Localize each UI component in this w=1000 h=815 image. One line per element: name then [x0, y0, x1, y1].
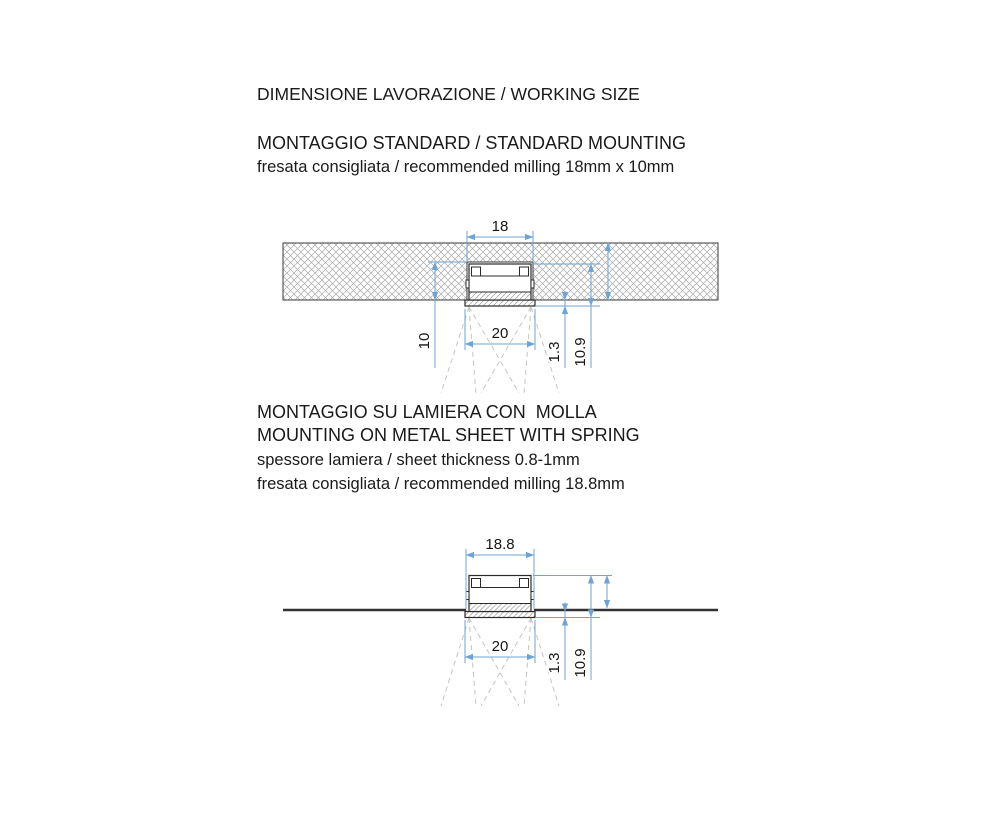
dim-label-flange-thickness: 1.3 [546, 342, 563, 363]
led-profile-section [464, 574, 536, 619]
standard-mounting-heading: MONTAGGIO STANDARD / STANDARD MOUNTING [257, 133, 687, 153]
dim-flange-thickness: 1.3 [535, 602, 600, 680]
standard-mounting-diagram: 18 20 10 1.3 10.9 [282, 216, 719, 394]
sheet-thickness-subtitle: spessore lamiera / sheet thickness 0.8-1… [257, 451, 580, 469]
page-title: DIMENSIONE LAVORAZIONE / WORKING SIZE [257, 84, 640, 104]
dim-flange-width: 20 [464, 620, 536, 663]
dim-flange-width: 20 [464, 309, 536, 350]
dim-label-milling-depth: 10 [416, 333, 433, 350]
dim-label-flange-width: 20 [492, 325, 509, 342]
dim-label-flange-thickness: 1.3 [546, 653, 563, 674]
sheet-milling-subtitle: fresata consigliata / recommended millin… [257, 475, 625, 493]
dim-profile-height: 10.9 [533, 263, 600, 369]
standard-milling-subtitle: fresata consigliata / recommended millin… [257, 158, 675, 176]
dim-label-flange-width: 20 [492, 638, 509, 655]
dim-milling-width: 18.8 [465, 534, 535, 609]
sheet-mounting-heading-en: MOUNTING ON METAL SHEET WITH SPRING [257, 425, 640, 445]
dim-profile-height: 10.9 [533, 575, 612, 680]
dim-label-profile-height: 10.9 [572, 648, 589, 677]
led-profile-section [464, 263, 536, 307]
dim-label-milling-width: 18.8 [485, 536, 514, 553]
dim-label-profile-height: 10.9 [572, 337, 589, 366]
dim-milling-depth: 10 [414, 261, 467, 368]
dim-milling-width: 18 [466, 216, 534, 262]
dim-flange-thickness: 1.3 [535, 291, 600, 368]
sheet-mounting-heading-it: MONTAGGIO SU LAMIERA CON MOLLA [257, 402, 597, 422]
sheet-mounting-diagram: 18.8 20 1.3 10.9 [283, 534, 718, 707]
dim-label-milling-width: 18 [492, 218, 509, 235]
light-beam-dashes [440, 617, 560, 707]
light-beam-dashes [440, 306, 560, 394]
